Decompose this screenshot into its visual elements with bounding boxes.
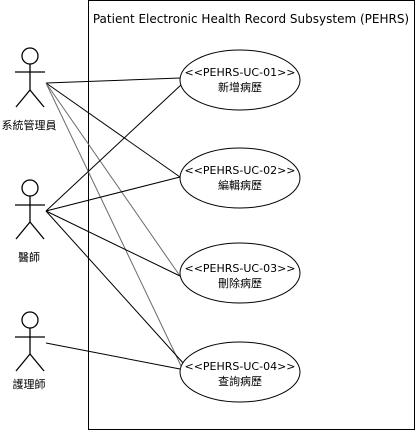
- stick-figure-icon: [15, 311, 45, 372]
- association-admin-uc02: [45, 82, 181, 178]
- association-doctor-uc03: [45, 210, 181, 277]
- association-admin-uc04: [45, 82, 183, 369]
- use-case-uc02-name: 編輯病歷: [218, 178, 262, 192]
- use-case-uc01-name: 新增病歷: [218, 80, 262, 94]
- actor-nurse-label: 護理師: [13, 377, 46, 391]
- association-admin-uc03: [45, 82, 181, 277]
- use-case-uc03[interactable]: <<PEHRS-UC-03>> 刪除病歷: [179, 242, 301, 304]
- use-case-uc04[interactable]: <<PEHRS-UC-04>> 查詢病歷: [179, 341, 301, 403]
- association-doctor-uc04: [45, 210, 185, 365]
- associations: [45, 77, 185, 370]
- use-case-uc03-ellipse: [179, 242, 301, 304]
- actor-doctor[interactable]: 醫師: [15, 179, 45, 264]
- actor-doctor-label: 醫師: [18, 251, 40, 264]
- system-title: Patient Electronic Health Record Subsyst…: [93, 12, 409, 26]
- use-case-uc03-name: 刪除病歷: [218, 276, 262, 290]
- association-nurse-uc04: [45, 342, 181, 370]
- use-case-uc01[interactable]: <<PEHRS-UC-01>> 新增病歷: [179, 49, 301, 111]
- stick-figure-icon: [15, 179, 45, 240]
- use-case-uc02-code: <<PEHRS-UC-02>>: [184, 164, 295, 177]
- use-case-uc01-ellipse: [179, 49, 301, 111]
- association-doctor-uc01: [45, 83, 183, 212]
- use-case-uc04-code: <<PEHRS-UC-04>>: [184, 360, 295, 373]
- actor-admin-label: 系統管理員: [2, 118, 57, 132]
- actor-nurse[interactable]: 護理師: [13, 311, 46, 391]
- actor-admin[interactable]: 系統管理員: [2, 47, 57, 132]
- use-case-uc03-code: <<PEHRS-UC-03>>: [184, 262, 295, 275]
- stick-figure-icon: [15, 47, 45, 108]
- use-case-uc02-ellipse: [179, 147, 301, 209]
- use-case-uc04-ellipse: [179, 341, 301, 403]
- association-admin-uc01: [45, 77, 181, 84]
- use-case-uc04-name: 查詢病歷: [218, 374, 262, 388]
- use-case-uc01-code: <<PEHRS-UC-01>>: [184, 66, 295, 79]
- association-doctor-uc02: [45, 176, 181, 212]
- use-case-uc02[interactable]: <<PEHRS-UC-02>> 編輯病歷: [179, 147, 301, 209]
